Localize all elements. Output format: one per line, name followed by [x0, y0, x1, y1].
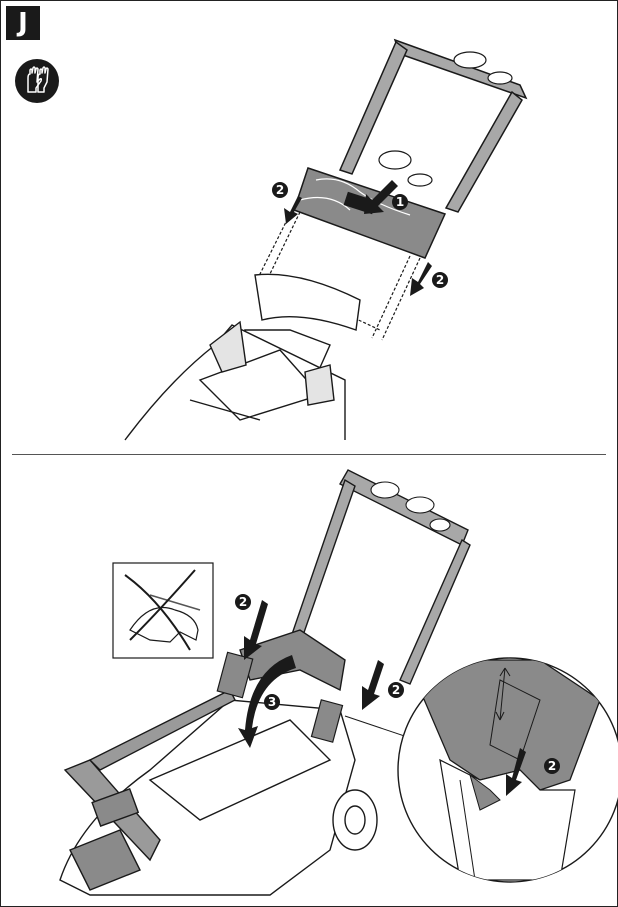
arrow-step-2-left: 2 [272, 182, 302, 224]
figure-label: J [6, 6, 40, 40]
arrow-step-2-right: 2 [410, 262, 448, 296]
top-illustration: 1 2 2 [124, 38, 528, 441]
arrow-step-2-bottom-right: 2 [362, 660, 404, 710]
upper-handle [338, 38, 528, 213]
step-2-marker-c: 2 [239, 595, 247, 609]
mower-deck [124, 320, 346, 441]
lever-brackets [216, 651, 344, 743]
arrow-step-1: 1 [364, 180, 408, 214]
pinch-warning-inset [112, 562, 214, 659]
section-divider [12, 454, 606, 455]
handle-knobs [378, 51, 513, 187]
mower-front-handle [63, 689, 236, 862]
protective-gloves-icon [15, 59, 59, 103]
step-2-marker-b: 2 [436, 273, 444, 287]
arrow-step-2-bottom-left: 2 [235, 594, 268, 660]
step-2-marker-a: 2 [276, 183, 284, 197]
step-2-marker-e: 2 [548, 759, 556, 773]
step-1-marker: 1 [396, 195, 404, 209]
detail-magnifier: 2 [397, 657, 618, 883]
step-2-marker-d: 2 [392, 683, 400, 697]
height-scale [495, 667, 511, 721]
folded-handle-knobs [370, 481, 451, 532]
arrow-step-2-detail [506, 748, 526, 796]
arrow-step-3: 3 [238, 655, 296, 748]
mower-body [59, 699, 378, 896]
step-3-marker: 3 [268, 695, 276, 709]
